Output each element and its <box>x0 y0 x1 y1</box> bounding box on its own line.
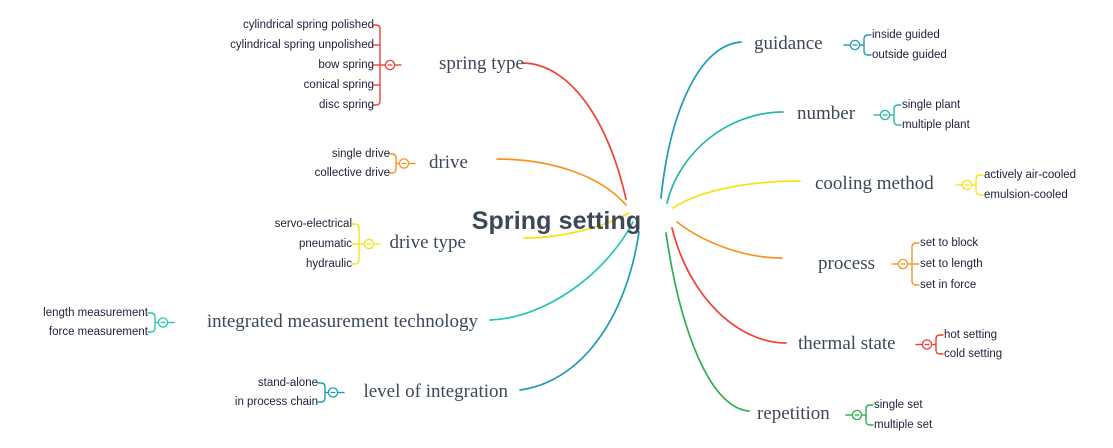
leaf-item[interactable]: cylindrical spring polished <box>242 19 374 31</box>
branch-label-cooling-method[interactable]: cooling method <box>815 173 934 194</box>
leaf-item[interactable]: set to length <box>920 258 983 270</box>
leaf-item[interactable]: inside guided <box>872 29 940 41</box>
branch-label-repetition[interactable]: repetition <box>757 403 830 424</box>
trunk-curve-number <box>666 111 784 204</box>
leaf-item[interactable]: multiple plant <box>902 119 970 131</box>
branch-label-drive-type[interactable]: drive type <box>389 232 466 253</box>
leaf-item[interactable]: cold setting <box>944 348 1003 360</box>
leaf-item[interactable]: pneumatic <box>298 238 352 250</box>
leaf-item[interactable]: force measurement <box>48 326 148 338</box>
trunk-curve-spring-type <box>522 62 627 200</box>
leaf-item[interactable]: single set <box>874 399 923 411</box>
leaf-item[interactable]: length measurement <box>43 307 148 319</box>
leaf-item[interactable]: single drive <box>331 148 390 160</box>
trunk-curve-thermal-state <box>671 227 787 344</box>
branch-label-level-of-integration[interactable]: level of integration <box>363 381 508 402</box>
leaf-item[interactable]: collective drive <box>314 167 390 179</box>
leaf-item[interactable]: hot setting <box>944 329 998 341</box>
leaf-item[interactable]: hydraulic <box>305 258 352 270</box>
trunk-curve-repetition <box>665 232 750 412</box>
trunk-curve-integrated-measurement-technology <box>489 221 634 321</box>
branch-label-drive[interactable]: drive <box>428 152 468 173</box>
trunk-curve-level-of-integration <box>519 231 640 391</box>
center-node-title: Spring setting <box>471 207 642 235</box>
leaf-item[interactable]: emulsion-cooled <box>984 189 1068 201</box>
leaf-item[interactable]: stand-alone <box>257 377 318 389</box>
leaf-item[interactable]: cylindrical spring unpolished <box>230 39 374 51</box>
trunk-curve-guidance <box>660 41 742 199</box>
branch-label-spring-type[interactable]: spring type <box>439 53 524 74</box>
trunk-curve-drive <box>496 158 627 206</box>
trunk-curve-cooling-method <box>672 180 801 209</box>
branch-label-integrated-measurement-technology[interactable]: integrated measurement technology <box>206 311 478 332</box>
leaf-item[interactable]: set in force <box>920 279 977 291</box>
leaf-item[interactable]: set to block <box>920 237 979 249</box>
leaf-item[interactable]: servo-electrical <box>274 218 352 230</box>
leaf-item[interactable]: in process chain <box>234 396 318 408</box>
branch-label-process[interactable]: process <box>818 253 875 274</box>
leaf-item[interactable]: multiple set <box>874 419 933 431</box>
branch-label-thermal-state[interactable]: thermal state <box>798 333 896 354</box>
leaf-item[interactable]: bow spring <box>318 59 374 71</box>
branch-label-number[interactable]: number <box>797 103 856 124</box>
leaf-item[interactable]: actively air-cooled <box>984 169 1077 181</box>
leaf-item[interactable]: disc spring <box>319 99 374 111</box>
leaf-item[interactable]: conical spring <box>303 79 374 91</box>
leaf-item[interactable]: outside guided <box>872 49 947 61</box>
branch-label-guidance[interactable]: guidance <box>754 33 823 54</box>
leaf-item[interactable]: single plant <box>902 99 961 111</box>
